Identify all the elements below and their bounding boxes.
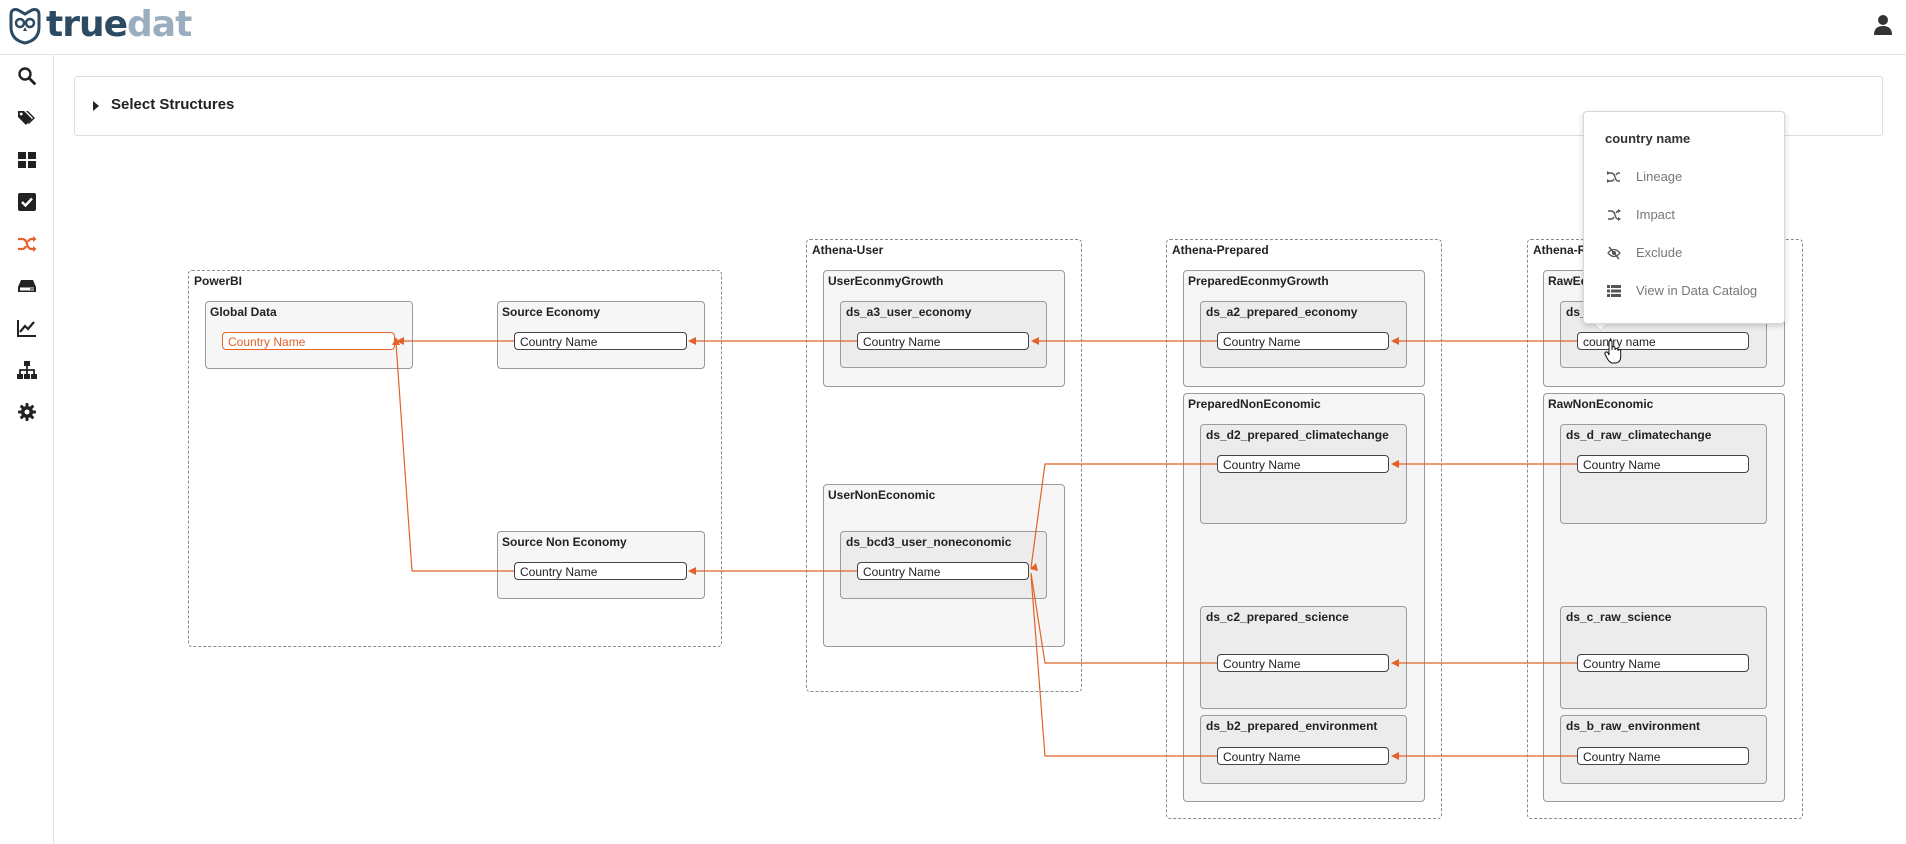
field-raw-climatechange-country-name[interactable]: Country Name — [1577, 455, 1749, 473]
field-raw-economy-country-name[interactable]: country name — [1577, 332, 1749, 350]
table-title: ds_c2_prepared_science — [1206, 610, 1349, 624]
owl-logo-icon — [9, 8, 41, 45]
drive-icon — [17, 280, 36, 292]
field-prepared-economy-country-name[interactable]: Country Name — [1217, 332, 1389, 350]
table-title: ds_d_raw_climatechange — [1566, 428, 1712, 442]
table-title: ds_c_raw_science — [1566, 610, 1672, 624]
table-title: ds_a2_prepared_economy — [1206, 305, 1358, 319]
table-title: ds_d2_prepared_climatechange — [1206, 428, 1389, 442]
group-title: Athena-Prepared — [1172, 243, 1269, 257]
structure-title: UserEconmyGrowth — [828, 274, 944, 288]
table-title: ds_bcd3_user_noneconomic — [846, 535, 1012, 549]
tags-icon — [17, 111, 35, 125]
structure-title: RawNonEconomic — [1548, 397, 1654, 411]
hand-cursor-icon — [1604, 340, 1622, 364]
dashboard-icon — [17, 152, 36, 168]
select-structures-label: Select Structures — [111, 96, 235, 113]
field-context-menu: country name Lineage Impact Exclude View… — [1583, 111, 1785, 324]
sidebar-item-tags[interactable] — [0, 97, 53, 139]
menu-item-label: View in Data Catalog — [1636, 283, 1758, 298]
field-user-noneconomic-country-name[interactable]: Country Name — [857, 562, 1029, 580]
group-powerbi: PowerBI — [188, 270, 722, 647]
lineage-icon — [1607, 171, 1620, 183]
structure-title: PreparedNonEconomic — [1188, 397, 1321, 411]
lineage-shuffle-icon — [17, 236, 36, 252]
user-icon[interactable] — [1873, 14, 1893, 36]
gear-icon — [17, 403, 36, 421]
structure-title: PreparedEconmyGrowth — [1188, 274, 1329, 288]
field-source-economy-country-name[interactable]: Country Name — [514, 332, 687, 350]
field-source-non-economy-country-name[interactable]: Country Name — [514, 562, 687, 580]
group-title: Athena-User — [812, 243, 884, 257]
menu-item-label: Impact — [1636, 207, 1676, 222]
field-user-economy-country-name[interactable]: Country Name — [857, 332, 1029, 350]
list-icon — [1607, 285, 1621, 297]
chart-line-icon — [16, 320, 36, 337]
field-prepared-environment-country-name[interactable]: Country Name — [1217, 747, 1389, 765]
structure-title: Source Economy — [502, 305, 601, 319]
structure-title: RawEc — [1548, 274, 1588, 288]
table-title: ds_b_raw_environment — [1566, 719, 1701, 733]
table-title: ds_b2_prepared_environment — [1206, 719, 1378, 733]
menu-item-label: Lineage — [1636, 169, 1683, 184]
sidebar-item-structures[interactable] — [0, 265, 53, 307]
menu-header: country name — [1605, 131, 1691, 146]
table-ds-d2-prepared-climatechange: ds_d2_prepared_climatechange — [1200, 424, 1407, 524]
sidebar-item-lineage[interactable] — [0, 223, 53, 265]
logo-text-dat: dat — [127, 4, 192, 45]
structure-title: UserNonEconomic — [828, 488, 936, 502]
menu-item-impact[interactable]: Impact — [1584, 200, 1784, 230]
menu-item-label: Exclude — [1636, 245, 1683, 260]
logo-text-true: true — [46, 4, 128, 45]
menu-item-lineage[interactable]: Lineage — [1584, 162, 1784, 192]
truedat-logo[interactable]: truedat — [8, 3, 192, 47]
group-title: PowerBI — [194, 274, 243, 288]
field-global-data-country-name[interactable]: Country Name — [222, 332, 395, 350]
field-raw-environment-country-name[interactable]: Country Name — [1577, 747, 1749, 765]
caret-right-icon — [93, 101, 99, 111]
table-title: ds_ — [1566, 305, 1587, 319]
field-raw-science-country-name[interactable]: Country Name — [1577, 654, 1749, 672]
sidebar-item-settings[interactable] — [0, 391, 53, 433]
top-bar: truedat — [0, 0, 1906, 55]
select-structures-panel[interactable]: Select Structures — [74, 76, 1883, 136]
eye-slash-icon — [1607, 246, 1621, 260]
sidebar-item-hierarchy[interactable] — [0, 349, 53, 391]
menu-item-exclude[interactable]: Exclude — [1584, 238, 1784, 268]
checkbox-icon — [17, 193, 36, 211]
sidebar — [0, 55, 54, 844]
impact-icon — [1608, 209, 1621, 221]
structure-title: Source Non Economy — [502, 535, 627, 549]
table-title: ds_a3_user_economy — [846, 305, 972, 319]
structure-title: Global Data — [210, 305, 277, 319]
menu-item-view-in-data-catalog[interactable]: View in Data Catalog — [1584, 276, 1784, 306]
sidebar-item-search[interactable] — [0, 55, 53, 97]
table-ds-d-raw-climatechange: ds_d_raw_climatechange — [1560, 424, 1767, 524]
sidebar-item-quality[interactable] — [0, 307, 53, 349]
group-title: Athena-Ra — [1533, 243, 1594, 257]
hierarchy-icon — [16, 361, 37, 379]
field-prepared-science-country-name[interactable]: Country Name — [1217, 654, 1389, 672]
search-icon — [17, 67, 36, 85]
field-prepared-climatechange-country-name[interactable]: Country Name — [1217, 455, 1389, 473]
sidebar-item-tasks[interactable] — [0, 181, 53, 223]
sidebar-item-dashboard[interactable] — [0, 139, 53, 181]
